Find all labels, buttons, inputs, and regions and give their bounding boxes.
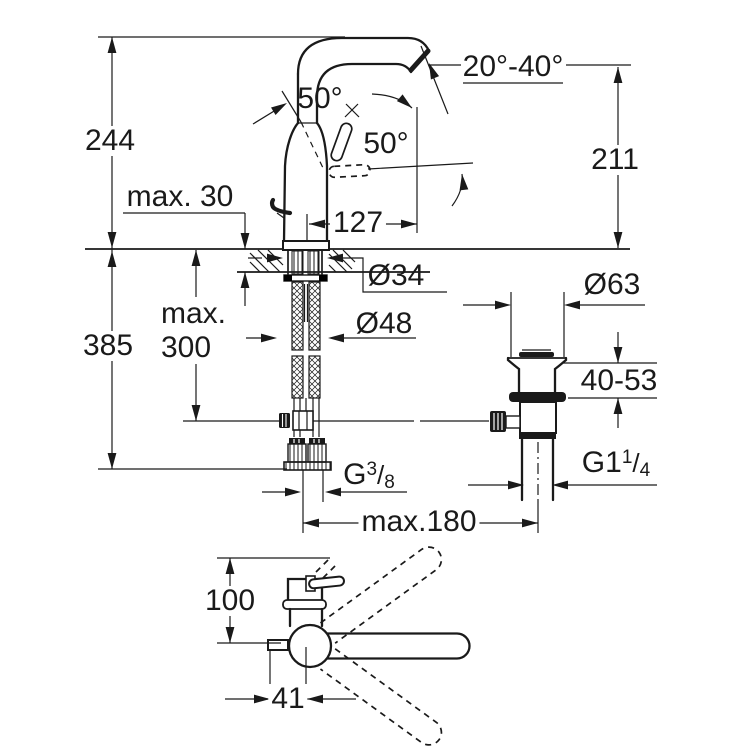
- mounting-stud: [291, 250, 304, 275]
- spout-hub: [287, 623, 333, 669]
- dim-label-outlet-height: 211: [588, 145, 642, 175]
- front-lever: [308, 575, 345, 590]
- pop-up-rod-tee: [279, 410, 314, 431]
- dim-label-max-hose-length: max. 300: [158, 297, 230, 365]
- angle-label-lever-swing: 50°: [363, 127, 409, 160]
- base-plate: [282, 240, 330, 251]
- thread-label-waste: G11/4: [581, 446, 651, 481]
- dim-label-waste-flange-diameter: Ø63: [583, 268, 641, 301]
- mounting-stud: [307, 250, 320, 275]
- faucet-side-view: [252, 36, 474, 533]
- angle-label-spout-outlet: 20°-40°: [462, 50, 564, 83]
- dim-label-clamping-range: 40-53: [580, 364, 658, 397]
- hose-connectors: [283, 438, 332, 533]
- waste-seal-ring: [509, 392, 566, 402]
- counter-deck: [85, 248, 630, 273]
- waste-thread-numerator: 1: [621, 447, 633, 468]
- spout-outlet-face: [408, 48, 431, 73]
- lever-handle: [269, 197, 293, 216]
- waste-thread-slash: /: [632, 448, 640, 478]
- supply-thread-numerator: 3: [366, 459, 378, 480]
- supply-thread-denominator: 8: [384, 472, 395, 493]
- front-spout: [325, 632, 471, 660]
- supply-thread-slash: /: [377, 460, 385, 490]
- dim-label-max-deck-thickness: max. 30: [126, 180, 234, 213]
- waste-thread-denominator: 4: [639, 460, 651, 481]
- thread-label-supply: G3/8: [343, 458, 395, 493]
- lever-angle-annotation: [252, 90, 474, 207]
- waste-thread-base: G1: [581, 446, 622, 479]
- angle-label-lever-open: 50°: [297, 82, 343, 115]
- dim-label-lever-offset: 41: [268, 684, 308, 714]
- max-hose-length-line1: max.: [161, 297, 227, 330]
- dim-label-depth-below-deck: 385: [79, 331, 137, 361]
- pop-up-waste: [490, 292, 568, 502]
- dim-label-max-centre-distance: max.180: [358, 507, 480, 537]
- dimension-lines-side-view: [98, 36, 657, 533]
- dim-label-shank-diameter: Ø34: [367, 259, 425, 292]
- dim-label-hole-diameter: Ø48: [355, 307, 413, 340]
- dim-label-overall-height: 244: [81, 126, 139, 156]
- dim-label-spout-projection: 127: [329, 208, 387, 238]
- faucet-front-view: [217, 546, 471, 746]
- max-hose-length-line2: 300: [161, 330, 212, 364]
- dim-label-lever-height: 100: [201, 586, 259, 616]
- supply-thread-base: G: [343, 458, 367, 491]
